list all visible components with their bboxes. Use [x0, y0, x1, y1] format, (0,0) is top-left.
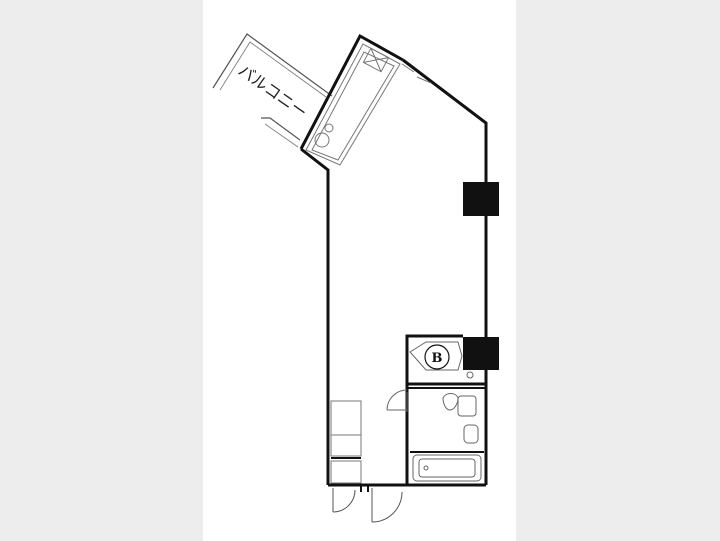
pillars: [463, 182, 499, 370]
b-circle: [424, 344, 450, 370]
entrance-doors: [332, 485, 403, 523]
bath-symbol: B: [432, 351, 443, 366]
balcony: バルコニー: [212, 33, 333, 148]
sink-icon: [463, 424, 479, 444]
bathroom-door: [386, 389, 408, 412]
bathroom-fixtures: [410, 393, 484, 482]
bathtub-icon: [412, 454, 482, 482]
pillar-lower: [463, 337, 499, 370]
outer-walls: [299, 33, 488, 487]
floor-plan-sheet: [203, 0, 516, 541]
entrance-closet: [330, 400, 362, 484]
pillar-upper: [463, 182, 499, 216]
wet-area-walls: [405, 334, 486, 485]
bath-fixture: B: [409, 341, 474, 379]
balcony-label: バルコニー: [235, 61, 311, 122]
window-marks: [401, 63, 432, 84]
kitchen-counter: [305, 43, 401, 166]
toilet-icon: [442, 393, 459, 411]
